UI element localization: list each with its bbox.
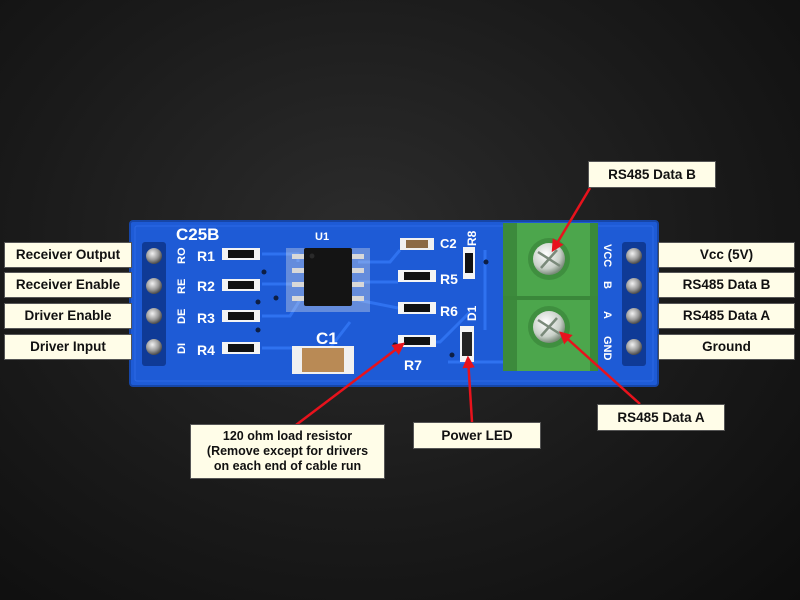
- callout-driver-enable: Driver Enable: [4, 303, 132, 329]
- capacitor-c1: [292, 346, 354, 374]
- arrow-power-led: [462, 355, 475, 423]
- resistor-label-r2: R2: [197, 278, 215, 294]
- cap-main-label: C1: [316, 329, 338, 348]
- pin-label-re: RE: [176, 279, 188, 294]
- callout-right-data-b: RS485 Data B: [658, 272, 795, 298]
- resistor-label-r4: R4: [197, 342, 215, 358]
- callout-receiver-output: Receiver Output: [4, 242, 132, 268]
- left-resistors: [222, 248, 260, 354]
- callout-right-data-a: RS485 Data A: [658, 303, 795, 329]
- callout-driver-input: Driver Input: [4, 334, 132, 360]
- resistor-label-r8: R8: [465, 230, 479, 246]
- pin-label-b: B: [601, 281, 613, 289]
- resistor-label-r5: R5: [440, 271, 458, 287]
- arrow-terminal-a: [559, 331, 641, 405]
- capacitor-c2: [400, 238, 434, 250]
- pin-label-a: A: [601, 311, 613, 319]
- callout-terminal-data-a: RS485 Data A: [597, 404, 725, 431]
- pin-label-ro: RO: [176, 247, 188, 264]
- arrow-load-resistor: [291, 342, 405, 429]
- arrow-terminal-b: [551, 187, 592, 253]
- pin-label-de: DE: [176, 309, 188, 324]
- pin-label-di: DI: [176, 343, 188, 354]
- ic-u1-chip: [286, 248, 370, 312]
- left-header-pins: [142, 242, 166, 366]
- pin-label-gnd: GND: [601, 336, 613, 361]
- ic-label: U1: [315, 231, 329, 243]
- screw-terminal-block: [503, 223, 598, 371]
- pin-label-vcc: VCC: [601, 244, 613, 267]
- callout-power-led: Power LED: [413, 422, 541, 449]
- board-model-label: C25B: [176, 225, 219, 244]
- power-led-d1: [460, 326, 474, 362]
- callout-receiver-enable: Receiver Enable: [4, 272, 132, 298]
- callout-terminal-data-b: RS485 Data B: [588, 161, 716, 188]
- load-resistor-line-3: on each end of cable run: [213, 459, 362, 473]
- load-resistor-line-1: 120 ohm load resistor: [222, 429, 353, 443]
- resistor-label-r6: R6: [440, 303, 458, 319]
- right-header-pins: [622, 242, 646, 366]
- callout-arrows: [291, 187, 641, 429]
- cap-small-label: C2: [440, 236, 457, 251]
- resistor-label-r1: R1: [197, 248, 215, 264]
- diode-label: D1: [465, 305, 479, 321]
- resistor-label-r3: R3: [197, 310, 215, 326]
- right-resistors: [398, 247, 475, 347]
- callout-vcc: Vcc (5V): [658, 242, 795, 268]
- resistor-label-r7: R7: [404, 357, 422, 373]
- load-resistor-line-2: (Remove except for drivers: [206, 444, 369, 458]
- callout-ground: Ground: [658, 334, 795, 360]
- callout-load-resistor: 120 ohm load resistor (Remove except for…: [190, 424, 385, 479]
